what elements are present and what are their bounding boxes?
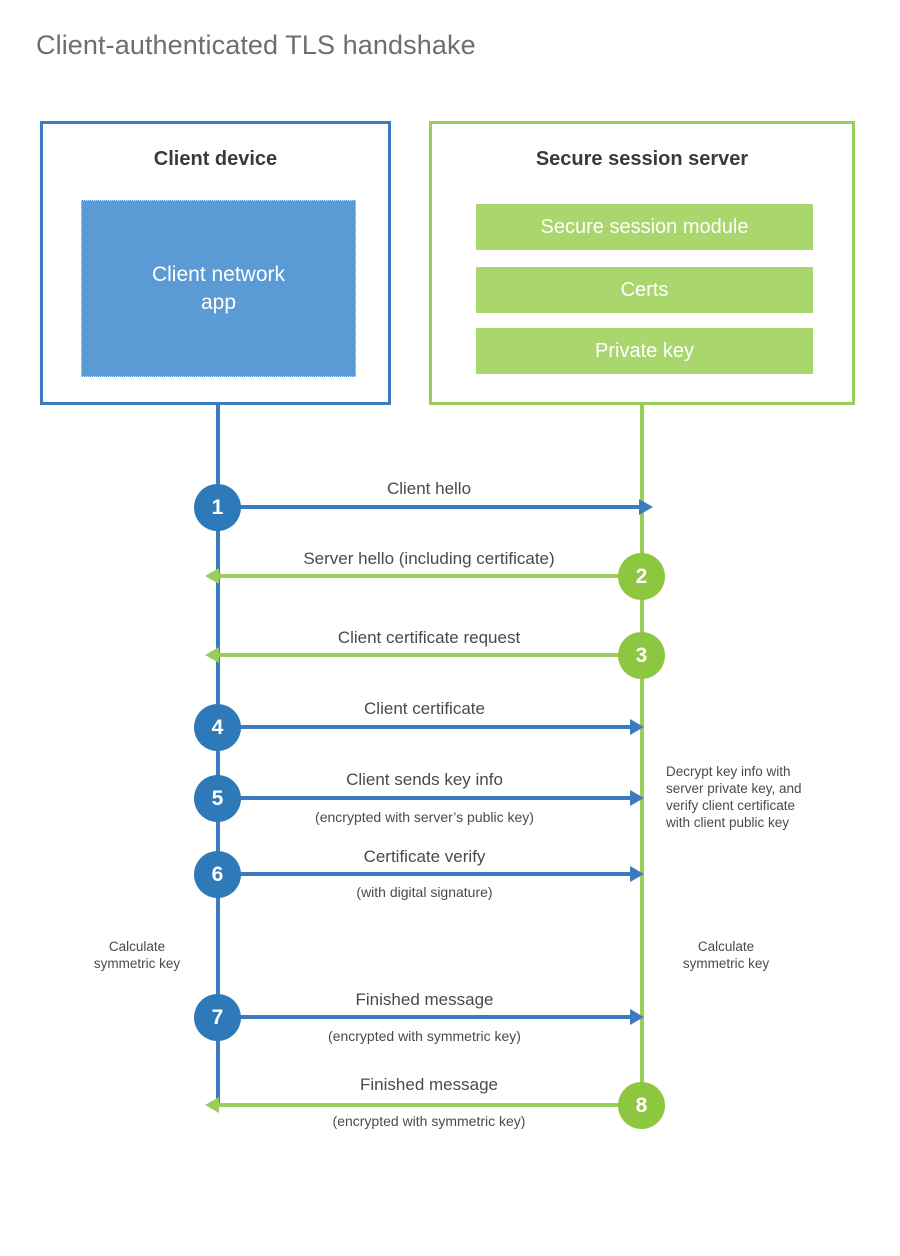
- message-label-8: Finished message: [360, 1075, 498, 1094]
- step-circle-5: 5: [194, 775, 241, 822]
- client-heading: Client device: [153, 148, 278, 170]
- step-circle-4: 4: [194, 704, 241, 751]
- step-circle-1: 1: [194, 484, 241, 531]
- message-arrow-1: [218, 499, 653, 515]
- lifeline-server: [640, 405, 644, 1107]
- message-sublabel-5: (encrypted with server’s public key): [315, 809, 534, 825]
- message-label-7: Finished message: [355, 990, 494, 1009]
- server-component-label: Private key: [595, 339, 694, 362]
- message-label-4: Client certificate: [364, 699, 485, 718]
- server-component-label: Certs: [620, 278, 669, 301]
- arrowhead-left-icon: [205, 1097, 219, 1113]
- arrowhead-left-icon: [205, 568, 219, 584]
- step-circle-8: 8: [618, 1082, 665, 1129]
- server-component-private-key: Private key: [476, 328, 813, 374]
- message-arrow-5: [218, 790, 644, 806]
- annotation-server-calculate-symmetric-key: Calculate symmetric key: [682, 939, 770, 971]
- server-component-certs: Certs: [476, 267, 813, 313]
- server-heading: Secure session server: [535, 148, 749, 170]
- message-label-5: Client sends key info: [346, 770, 503, 789]
- client-network-app-label: Client network app: [151, 262, 286, 314]
- step-circle-2: 2: [618, 553, 665, 600]
- client-network-app-block: Client network app: [81, 200, 356, 377]
- message-arrow-8: [205, 1097, 640, 1113]
- message-arrow-3: [205, 647, 640, 663]
- message-arrow-4: [218, 719, 644, 735]
- lifeline-client: [216, 405, 220, 1107]
- arrowhead-right-icon: [630, 866, 644, 882]
- arrowhead-right-icon: [639, 499, 653, 515]
- step-circle-6: 6: [194, 851, 241, 898]
- participant-box-client: Client device Client network app: [40, 121, 391, 405]
- annotation-server-decrypt: Decrypt key info with server private key…: [666, 764, 802, 830]
- participant-box-server: Secure session server Secure session mod…: [429, 121, 855, 405]
- message-sublabel-8: (encrypted with symmetric key): [332, 1113, 526, 1129]
- message-arrow-6: [218, 866, 644, 882]
- arrowhead-right-icon: [630, 1009, 644, 1025]
- server-component-label: Secure session module: [540, 215, 749, 238]
- message-sublabel-7: (encrypted with symmetric key): [328, 1028, 521, 1044]
- message-sublabel-6: (with digital signature): [356, 884, 493, 900]
- server-component-secure-session-module: Secure session module: [476, 204, 813, 250]
- step-circle-7: 7: [194, 994, 241, 1041]
- message-arrow-2: [205, 568, 640, 584]
- arrowhead-right-icon: [630, 719, 644, 735]
- arrowhead-right-icon: [630, 790, 644, 806]
- message-label-6: Certificate verify: [363, 847, 486, 866]
- message-arrow-7: [218, 1009, 644, 1025]
- message-label-2: Server hello (including certificate): [303, 549, 555, 568]
- annotation-client-calculate-symmetric-key: Calculate symmetric key: [93, 939, 181, 971]
- message-label-3: Client certificate request: [337, 628, 521, 647]
- arrowhead-left-icon: [205, 647, 219, 663]
- step-circle-3: 3: [618, 632, 665, 679]
- message-label-1: Client hello: [386, 479, 472, 498]
- page-title: Client-authenticated TLS handshake: [36, 30, 476, 60]
